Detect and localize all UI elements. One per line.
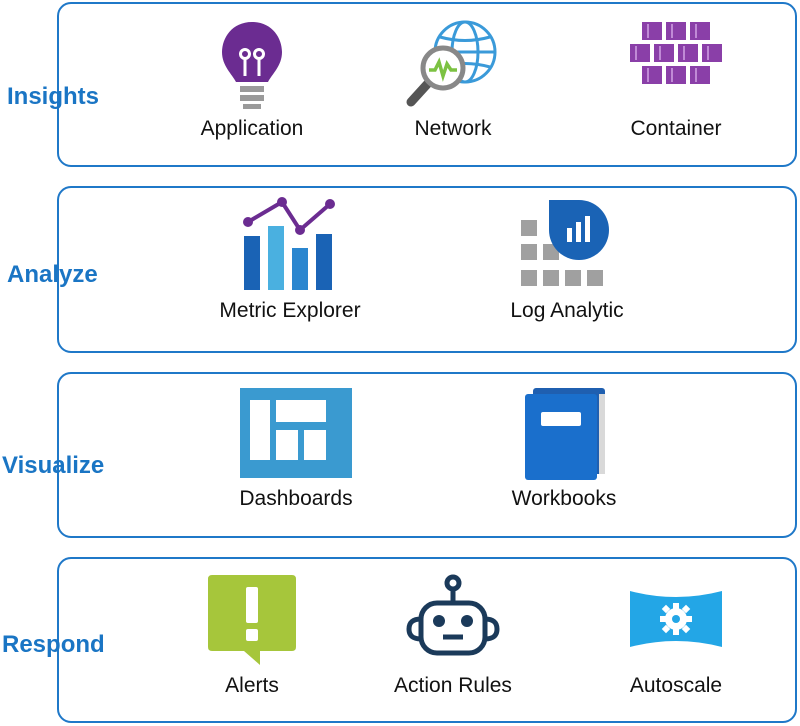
application-caption: Application: [200, 117, 304, 140]
alert-icon: [208, 575, 296, 665]
analyze-panel: [57, 186, 797, 353]
network-tile[interactable]: Network: [358, 18, 548, 142]
application-tile[interactable]: Application: [157, 18, 347, 142]
lightbulb-icon: [222, 22, 282, 109]
network-caption: Network: [414, 117, 492, 140]
metric-explorer-tile[interactable]: Metric Explorer: [195, 196, 385, 324]
globe-magnifier-icon: [406, 20, 497, 107]
analyze-label: Analyze: [7, 261, 98, 288]
autoscale-icon: [630, 591, 722, 647]
book-icon: [525, 388, 605, 480]
workbooks-tile[interactable]: Workbooks: [469, 386, 659, 512]
container-tile[interactable]: Container: [581, 18, 771, 142]
dashboards-caption: Dashboards: [239, 487, 353, 510]
log-analytics-icon: [521, 200, 609, 286]
visualize-label: Visualize: [2, 452, 105, 479]
log-analytic-caption: Log Analytic: [510, 299, 624, 322]
insights-label: Insights: [7, 83, 100, 110]
bar-line-chart-icon: [243, 197, 335, 290]
dashboards-tile[interactable]: Dashboards: [201, 386, 391, 512]
visualize-panel: [57, 372, 797, 538]
respond-label: Respond: [2, 631, 105, 658]
autoscale-tile[interactable]: Autoscale: [581, 573, 771, 699]
dashboard-icon: [240, 388, 352, 478]
log-analytic-tile[interactable]: Log Analytic: [472, 196, 662, 324]
robot-icon: [406, 574, 500, 656]
action-rules-tile[interactable]: Action Rules: [358, 573, 548, 699]
container-caption: Container: [630, 117, 722, 140]
autoscale-caption: Autoscale: [629, 674, 723, 697]
action-rules-caption: Action Rules: [394, 674, 512, 697]
alerts-caption: Alerts: [225, 674, 279, 697]
cubes-icon: [630, 22, 722, 84]
alerts-tile[interactable]: Alerts: [157, 573, 347, 699]
metric-explorer-caption: Metric Explorer: [219, 299, 361, 322]
workbooks-caption: Workbooks: [511, 487, 617, 510]
